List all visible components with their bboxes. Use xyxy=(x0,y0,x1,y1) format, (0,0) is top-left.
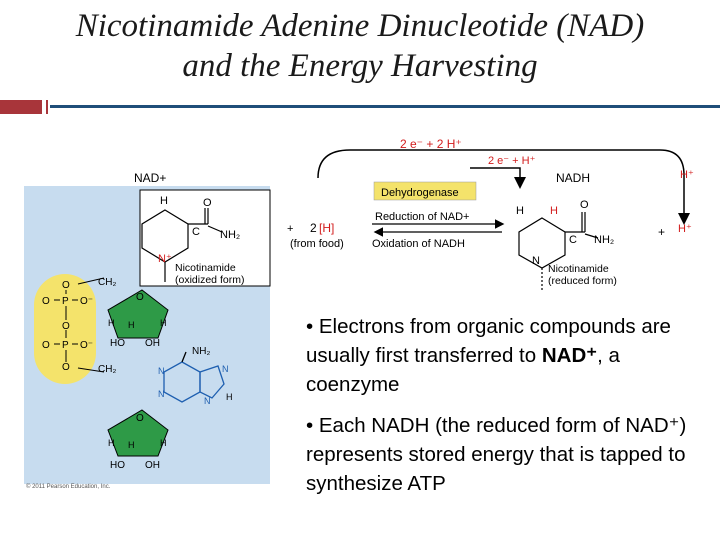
atom-ch2-bottom: CH₂ xyxy=(98,364,116,375)
nadh-label: NADH xyxy=(556,171,590,185)
atom-o-ribose-1: O xyxy=(136,292,144,303)
bullet-list: • Electrons from organic compounds are u… xyxy=(306,312,716,510)
oxidized-nicotinamide-ring xyxy=(141,208,223,282)
atom-h-reduced-1: H xyxy=(516,205,524,217)
reduced-nicotinamide-ring xyxy=(518,212,599,292)
atom-o-p2-left: O xyxy=(42,340,50,351)
reduced-nicotinamide-area xyxy=(514,196,644,288)
atom-oh-ribose-2: OH xyxy=(145,460,160,471)
top-arrow-label: 2 e⁻ + 2 H⁺ xyxy=(400,137,462,151)
atom-h-reduced-2: H xyxy=(550,205,558,217)
lower-ribose-ring xyxy=(107,409,169,457)
atom-h-adenine: H xyxy=(226,392,233,402)
atom-p1: P xyxy=(62,296,69,307)
atom-h-ribose-2c: H xyxy=(128,440,135,450)
atom-nh2-left: NH₂ xyxy=(220,229,240,241)
atom-nh2-adenine: NH₂ xyxy=(192,346,210,357)
atom-c-left: C xyxy=(192,226,200,238)
top-electron-arrow xyxy=(317,149,690,225)
oxidized-label-2: (oxidized form) xyxy=(175,274,244,286)
slide-title-line2: and the Energy Harvesting xyxy=(182,48,538,84)
bullet-1: • Electrons from organic compounds are u… xyxy=(306,315,671,396)
atom-h-ribose-1a: H xyxy=(108,318,115,328)
atom-n-adenine-3: N xyxy=(204,396,211,406)
plus-sign-left: + xyxy=(287,223,293,235)
atom-o-p2-bottom: O xyxy=(62,362,70,373)
atom-c-right: C xyxy=(569,234,577,246)
h-plus-top: H⁺ xyxy=(680,169,694,181)
dehydrogenase-box xyxy=(373,181,477,201)
atom-n-plus: N⁺ xyxy=(158,253,172,265)
atom-o-left: O xyxy=(203,197,212,209)
adenine-ring xyxy=(163,351,225,403)
reduced-label-2: (reduced form) xyxy=(548,275,617,287)
atom-ch2-top: CH₂ xyxy=(98,277,116,288)
oxidized-nicotinamide-box xyxy=(139,189,271,287)
nad-plus-label: NAD+ xyxy=(134,171,166,185)
inner-arrow-label: 2 e⁻ + H⁺ xyxy=(488,155,536,167)
atom-o-minus-2: O⁻ xyxy=(80,340,93,351)
atom-nh2-right: NH₂ xyxy=(594,234,614,246)
atom-h-ribose-1c: H xyxy=(128,320,135,330)
copyright-text: © 2011 Pearson Education, Inc. xyxy=(26,483,111,490)
accent-blue-line xyxy=(50,105,720,108)
atom-h-ribose-1b: H xyxy=(160,318,167,328)
atom-o-right: O xyxy=(580,199,589,211)
from-food-label: (from food) xyxy=(290,238,344,250)
enzyme-label: Dehydrogenase xyxy=(381,187,459,199)
atom-n-reduced: N xyxy=(532,255,540,267)
oxidized-label-1: Nicotinamide xyxy=(175,262,236,274)
slide-title: Nicotinamide Adenine Dinucleotide (NAD) … xyxy=(0,6,720,86)
bullet-2: • Each NADH (the reduced form of NAD⁺) r… xyxy=(306,414,687,495)
upper-ribose-ring xyxy=(107,289,169,339)
atom-n-adenine-2: N xyxy=(158,389,165,399)
title-accent-bar xyxy=(0,100,720,114)
h-plus-right: H⁺ xyxy=(678,223,692,235)
reduced-label-1: Nicotinamide xyxy=(548,263,609,275)
atom-ho-ribose-2: HO xyxy=(110,460,125,471)
bullet-1-bold: NAD⁺ xyxy=(541,344,598,367)
accent-red-block xyxy=(0,100,42,114)
atom-o-p1-left: O xyxy=(42,296,50,307)
atom-p2: P xyxy=(62,340,69,351)
inner-electron-arrow xyxy=(470,167,526,189)
two-label: 2 xyxy=(310,221,317,235)
atom-ho-ribose-1: HO xyxy=(110,338,125,349)
atom-oh-ribose-1: OH xyxy=(145,338,160,349)
atom-o-minus-1: O⁻ xyxy=(80,296,93,307)
atom-n-adenine-4: N xyxy=(222,364,229,374)
atom-h-ribose-2b: H xyxy=(160,438,167,448)
h-bracket-label: [H] xyxy=(319,221,334,235)
phosphate-groups xyxy=(34,274,96,384)
plus-sign-right: + xyxy=(658,225,665,239)
phosphate-bonds xyxy=(54,277,105,373)
atom-n-adenine-1: N xyxy=(158,366,165,376)
atom-h-ribose-2a: H xyxy=(108,438,115,448)
accent-red-tick xyxy=(46,100,48,114)
atom-h-top-left: H xyxy=(160,195,168,207)
oxidation-label: Oxidation of NADH xyxy=(372,238,465,250)
atom-o-bridge: O xyxy=(62,321,70,332)
atom-o-p1-top: O xyxy=(62,280,70,291)
slide-title-line1: Nicotinamide Adenine Dinucleotide (NAD) xyxy=(75,8,645,44)
reduction-label: Reduction of NAD+ xyxy=(375,211,469,223)
atom-o-ribose-2: O xyxy=(136,413,144,424)
